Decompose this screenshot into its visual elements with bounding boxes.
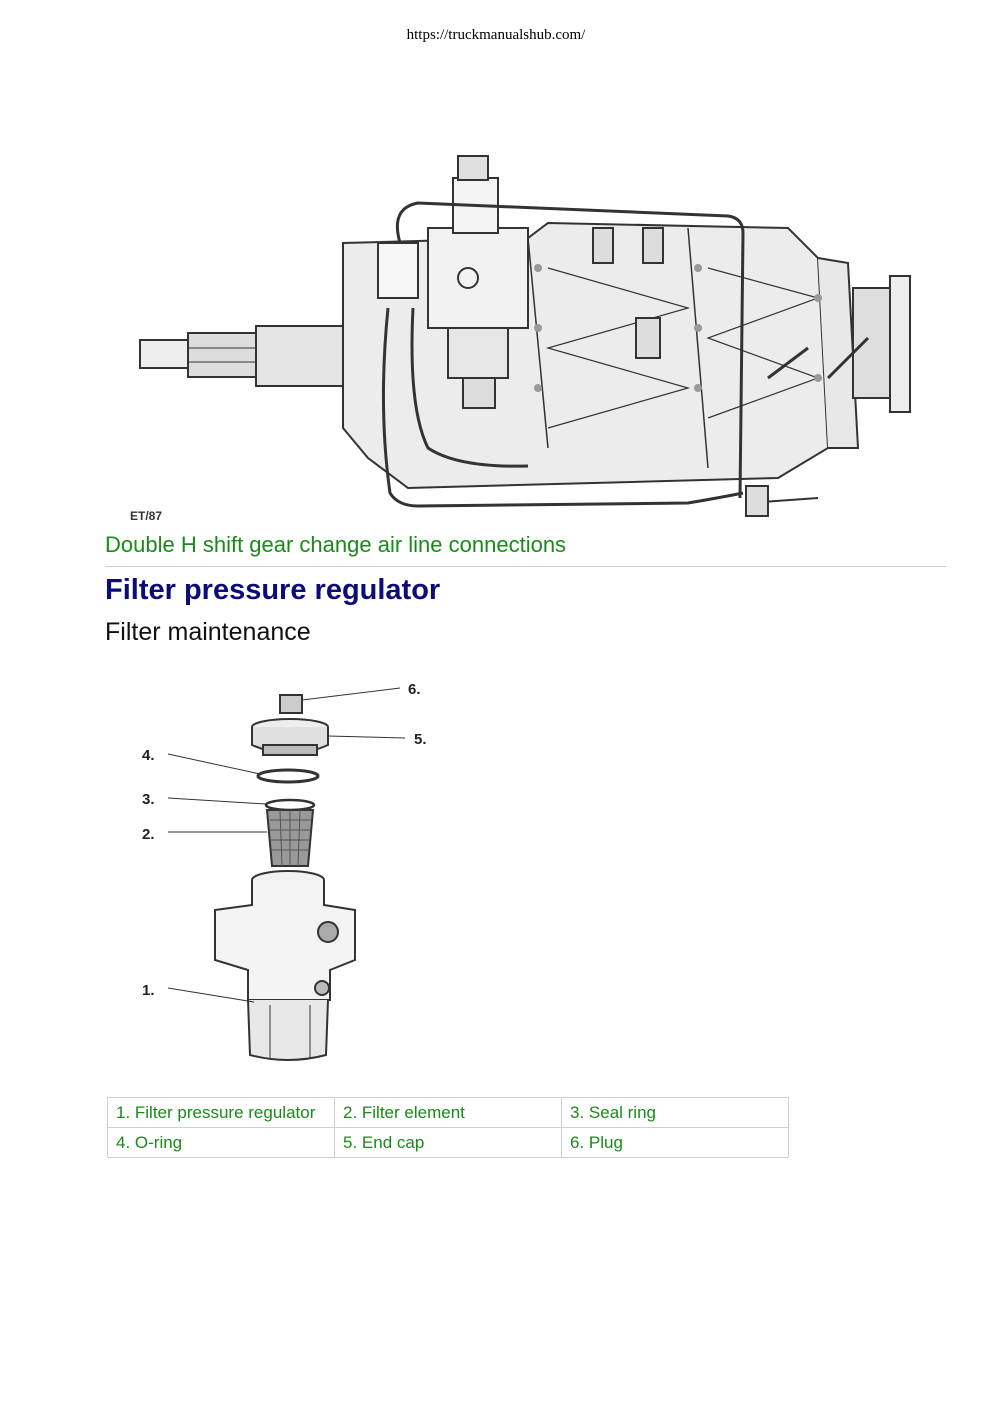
legend-cell: 5. End cap <box>334 1127 562 1158</box>
filter-regulator-exploded-diagram: 1. 2. 3. 4. 5. 6. <box>142 681 427 1061</box>
legend-cell: 3. Seal ring <box>561 1097 789 1128</box>
callout-3: 3. <box>142 791 155 808</box>
table-row: 4. O-ring 5. End cap 6. Plug <box>107 1127 789 1158</box>
gearbox-air-line-diagram: ET/87 <box>130 155 911 523</box>
figure-caption: Double H shift gear change air line conn… <box>105 532 567 557</box>
legend-cell: 4. O-ring <box>107 1127 335 1158</box>
section-subtitle: Filter maintenance <box>105 618 311 646</box>
divider <box>105 566 946 567</box>
table-row: 1. Filter pressure regulator 2. Filter e… <box>107 1097 789 1128</box>
header-url[interactable]: https://truckmanualshub.com/ <box>406 27 586 43</box>
callout-1: 1. <box>142 982 155 999</box>
parts-legend-table: 1. Filter pressure regulator 2. Filter e… <box>107 1097 789 1158</box>
callout-6: 6. <box>408 681 421 698</box>
callout-5: 5. <box>414 731 427 748</box>
legend-cell: 1. Filter pressure regulator <box>107 1097 335 1128</box>
section-title: Filter pressure regulator <box>105 574 441 606</box>
legend-cell: 6. Plug <box>561 1127 789 1158</box>
callout-2: 2. <box>142 826 155 843</box>
legend-cell: 2. Filter element <box>334 1097 562 1128</box>
callout-4: 4. <box>142 747 155 764</box>
figure-code: ET/87 <box>130 509 162 523</box>
